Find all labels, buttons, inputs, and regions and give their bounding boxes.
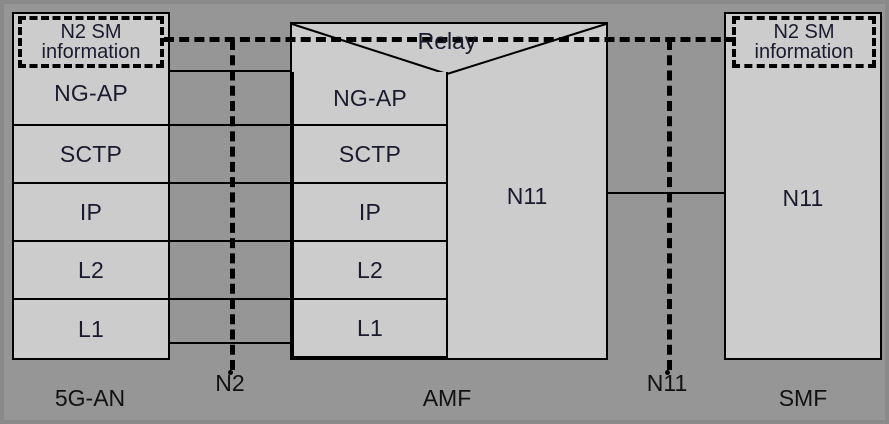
- an-stack-ngap-label: NG-AP: [54, 79, 128, 106]
- amf-stack-n11-label: N11: [506, 182, 548, 209]
- an-stack-sctp-box: SCTP: [12, 124, 170, 184]
- amf-relay-label: Relay: [417, 28, 477, 54]
- smf-n11-label: N11: [782, 184, 824, 211]
- an-stack-l1-box: L1: [12, 298, 170, 360]
- amf-stack-sctp-box: SCTP: [292, 124, 448, 184]
- n2-interface-line: [230, 40, 235, 370]
- an-n2-sm-information-line2: information: [41, 41, 141, 63]
- an-n2-sm-information-box: N2 SM information: [18, 16, 164, 68]
- an-n2-sm-information-line1: N2 SM: [60, 20, 122, 43]
- an-stack-ngap-box: NG-AP: [12, 12, 170, 126]
- amf-stack-sctp-label: SCTP: [338, 140, 402, 167]
- amf-stack-l1-label: L1: [357, 314, 383, 341]
- amf-stack-ip-label: IP: [358, 198, 382, 225]
- entity-label-smf: SMF: [778, 385, 828, 411]
- entity-label-5g-an: 5G-AN: [54, 385, 126, 411]
- an-stack-ip-label: IP: [79, 198, 103, 225]
- amf-stack-ip-box: IP: [292, 182, 448, 242]
- entity-label-amf: AMF: [422, 385, 472, 411]
- n11-interface-endpoint-dot: [665, 370, 670, 375]
- smf-n2-sm-information-line1: N2 SM: [773, 20, 835, 43]
- an-stack-l1-label: L1: [78, 315, 104, 342]
- amf-stack-l2-label: L2: [357, 256, 383, 283]
- n2-interface-endpoint-dot: [228, 370, 233, 375]
- interface-label-n2: N2: [215, 370, 245, 396]
- amf-stack-l2-box: L2: [292, 240, 448, 300]
- an-stack-l2-box: L2: [12, 240, 170, 300]
- an-stack-sctp-label: SCTP: [59, 140, 123, 167]
- interface-label-n11: N11: [646, 370, 688, 396]
- an-stack-ip-box: IP: [12, 182, 170, 242]
- smf-n11-box: N11: [724, 12, 882, 360]
- amf-stack-ngap-box: NG-AP: [292, 72, 448, 126]
- smf-n2-sm-information-box: N2 SM information: [732, 16, 876, 68]
- amf-stack-l1-box: L1: [292, 298, 448, 358]
- connector-n11: [608, 192, 724, 194]
- amf-stack-ngap-label: NG-AP: [333, 84, 407, 111]
- n11-interface-line: [667, 40, 672, 370]
- an-stack-l2-label: L2: [78, 256, 104, 283]
- smf-n2-sm-information-line2: information: [754, 41, 854, 63]
- n2-sm-information-relay-path: [164, 37, 736, 42]
